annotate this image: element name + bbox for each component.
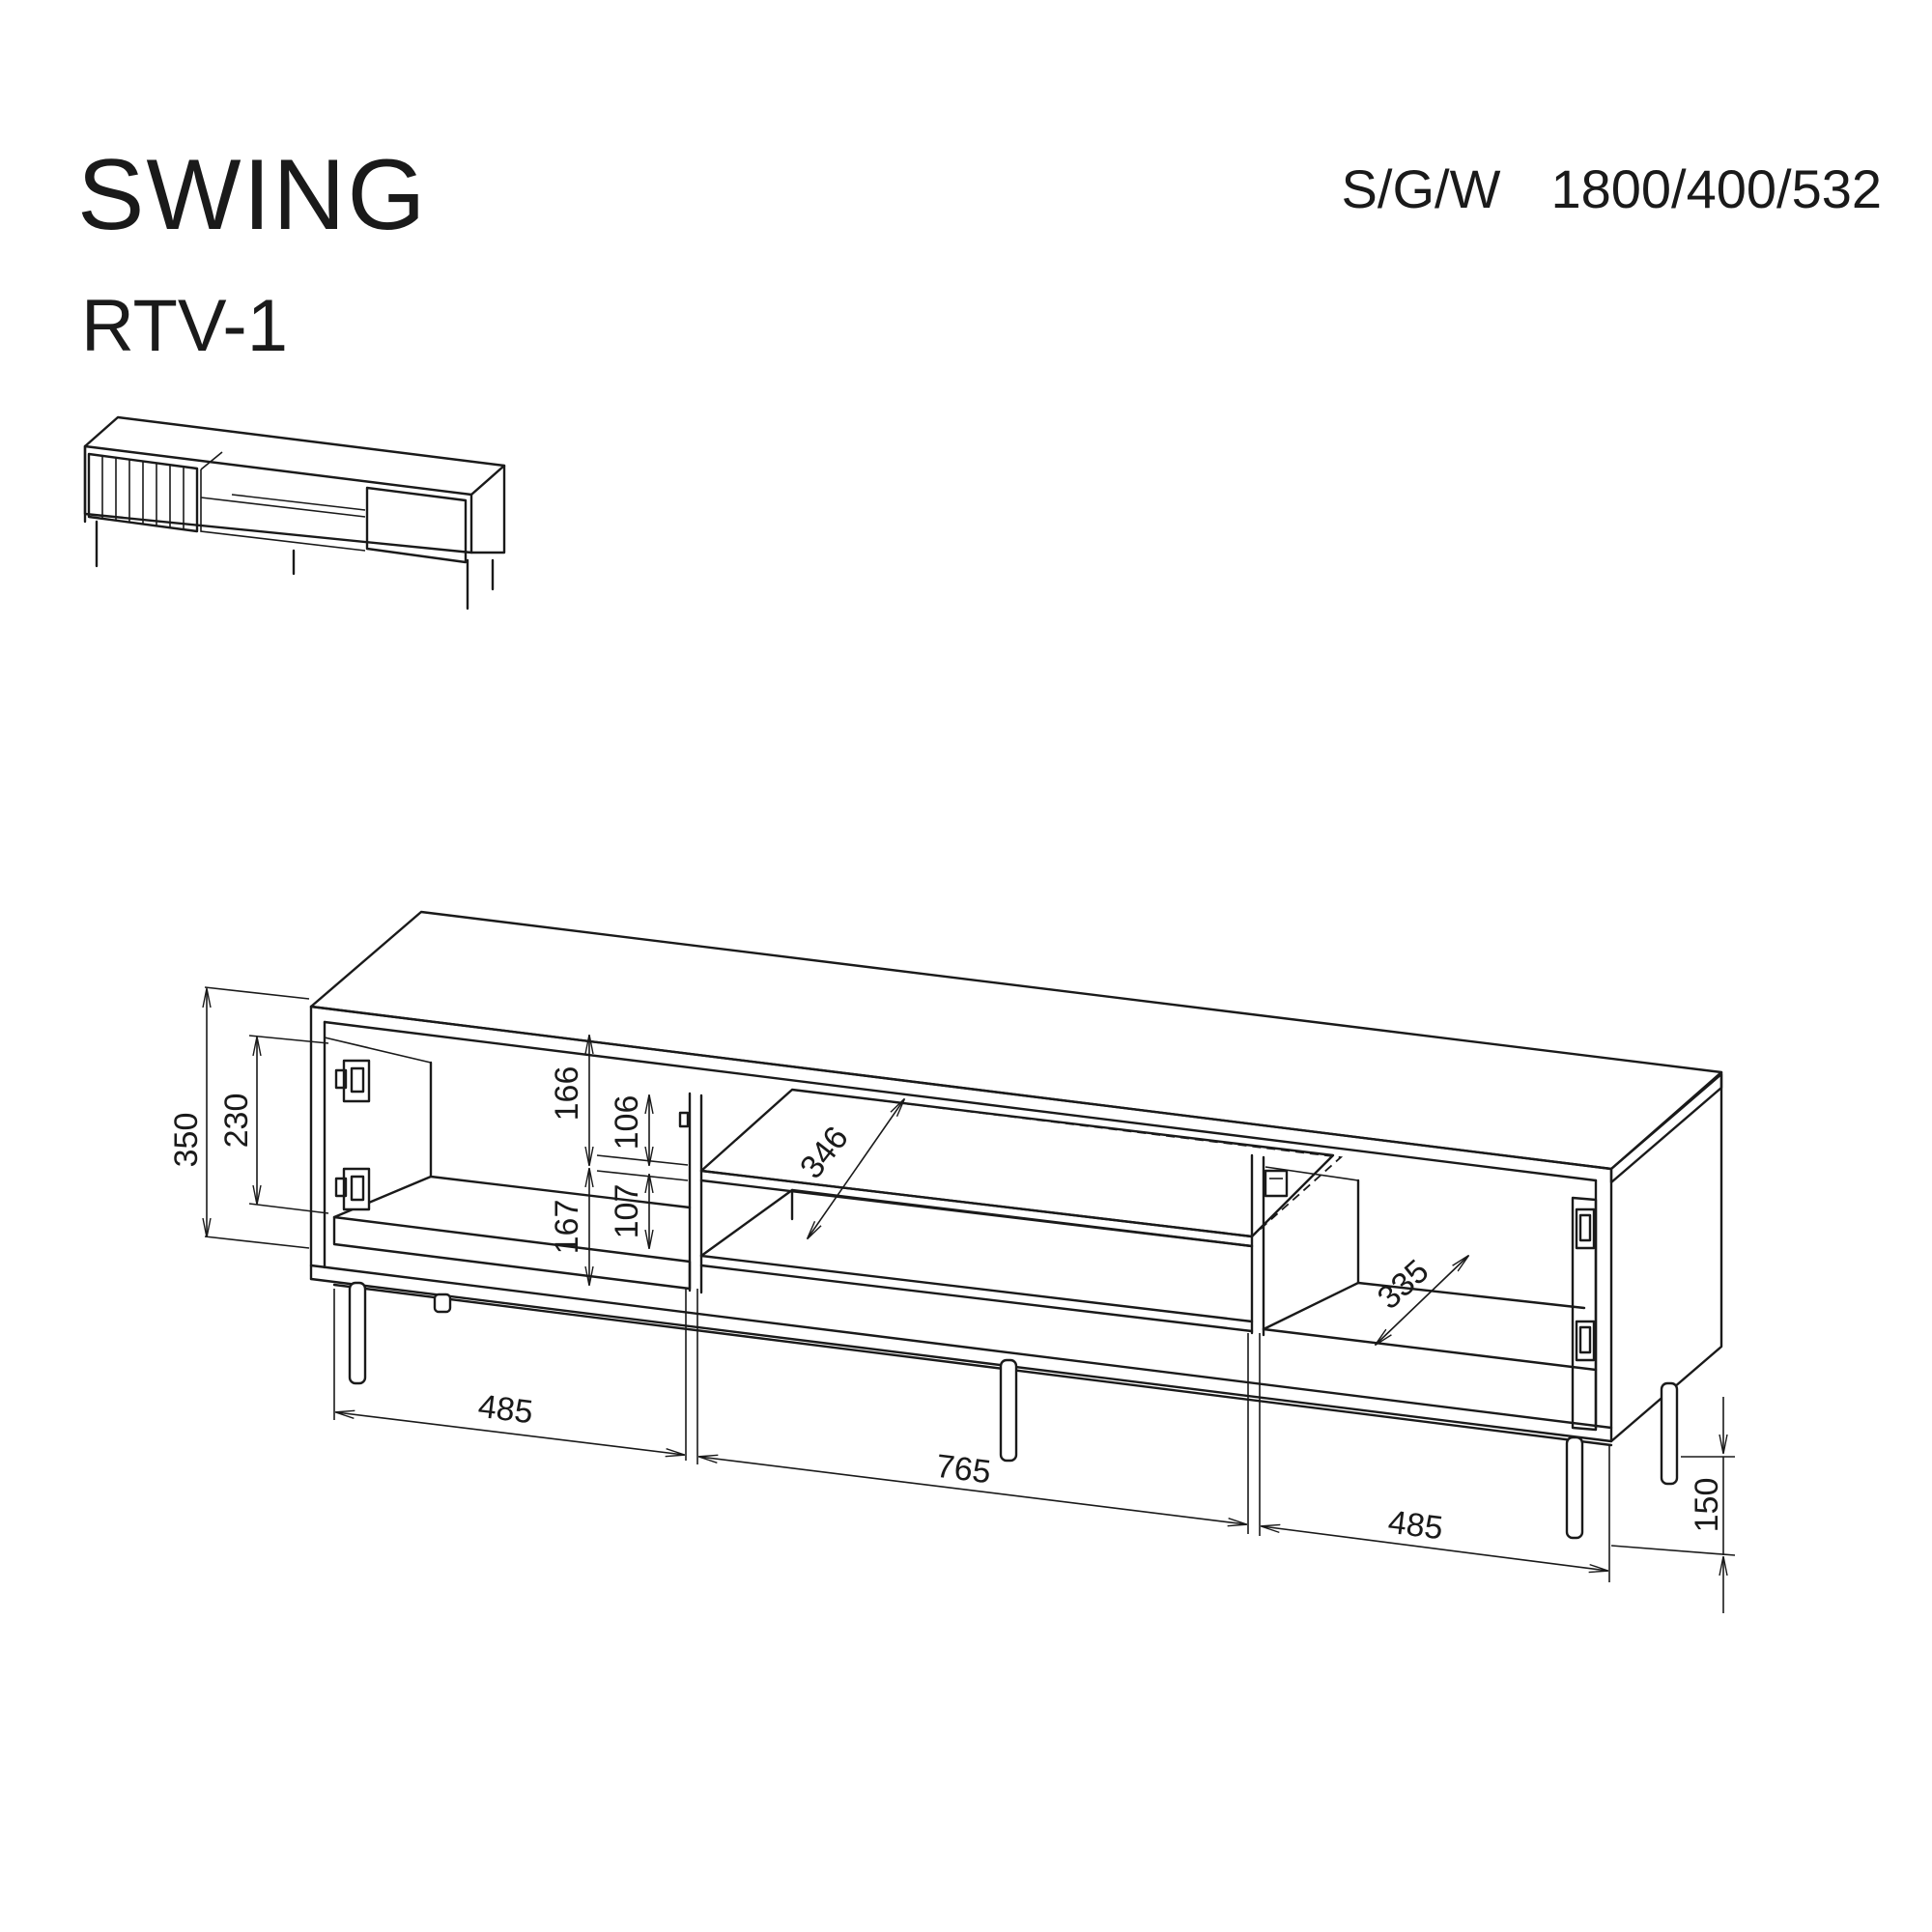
cabinet-drawing (309, 910, 1723, 1540)
spec-dimensions: 1800/400/532 (1550, 158, 1882, 219)
dim-lower-left: 167 (549, 1200, 585, 1255)
legs (348, 1281, 1679, 1540)
thumbnail-cabinet-icon (83, 415, 506, 611)
dim-inner-height: 230 (218, 1094, 255, 1149)
dim-upper-center: 106 (609, 1095, 645, 1151)
dim-shelf-depth: 346 (793, 1120, 856, 1185)
dim-right-width: 485 (1386, 1504, 1445, 1548)
dim-upper-left: 166 (549, 1066, 585, 1122)
hinge-icon (334, 1059, 371, 1103)
dim-right-depth: 335 (1371, 1253, 1436, 1317)
dim-total-height: 350 (168, 1113, 205, 1168)
hinge-icon (1575, 1320, 1596, 1362)
product-name: SWING (77, 139, 428, 251)
dim-center-width: 765 (934, 1448, 993, 1492)
dim-lower-center: 107 (609, 1184, 645, 1239)
hinge-icon (1575, 1208, 1596, 1250)
product-model: RTV-1 (81, 285, 289, 367)
dim-leg-height: 150 (1689, 1478, 1725, 1533)
dim-left-width: 485 (476, 1388, 535, 1432)
hinge-icon (334, 1167, 371, 1211)
spec-axes: S/G/W (1341, 158, 1501, 219)
dimension-lines (205, 986, 1736, 1613)
handle-icon (1264, 1169, 1289, 1198)
